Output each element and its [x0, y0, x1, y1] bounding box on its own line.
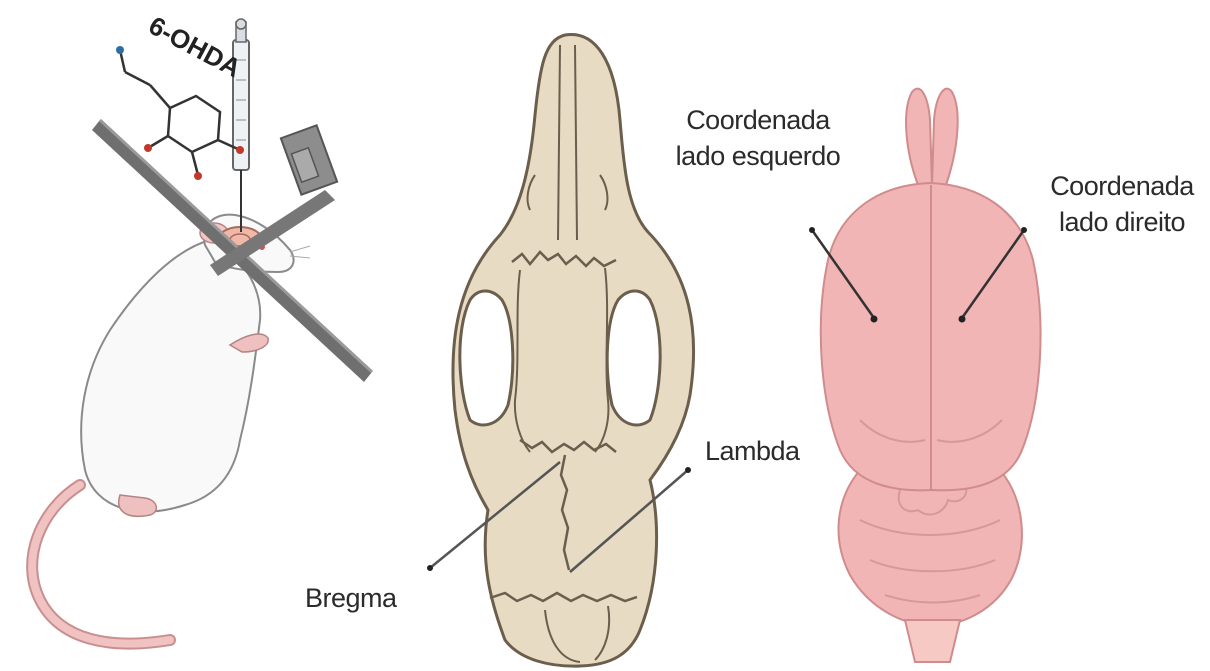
skull-diagram [427, 34, 694, 666]
coordinate-right-label: Coordenada lado direito [1042, 168, 1202, 240]
olfactory-bulb-right [932, 89, 958, 185]
coordinate-left-line2: lado esquerdo [668, 138, 848, 174]
coordinate-right-line1: Coordenada [1042, 168, 1202, 204]
right-orbit [607, 291, 660, 425]
olfactory-bulb-left [906, 89, 932, 185]
brainstem [905, 620, 960, 662]
coordinate-right-line2: lado direito [1042, 204, 1202, 240]
left-orbit [460, 291, 513, 425]
brain-diagram [809, 89, 1041, 662]
coordinate-left-line1: Coordenada [668, 102, 848, 138]
coordinate-left-label: Coordenada lado esquerdo [668, 102, 848, 174]
rat-illustration [32, 19, 372, 644]
lambda-label: Lambda [705, 433, 800, 469]
rat-body [81, 240, 260, 512]
bregma-label: Bregma [305, 580, 397, 616]
